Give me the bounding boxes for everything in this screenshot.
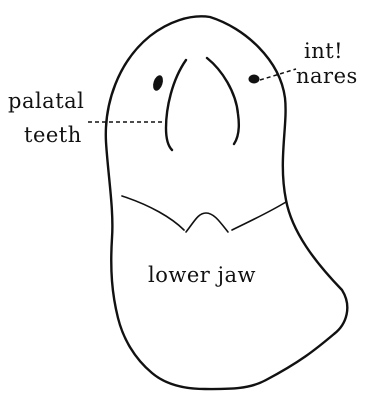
label-internal-nares-2: nares bbox=[296, 64, 358, 88]
palatal-teeth-left-arc bbox=[166, 60, 186, 150]
jaw-line-right bbox=[232, 202, 286, 230]
label-internal-nares-1: int! bbox=[304, 39, 343, 63]
label-palatal-teeth-2: teeth bbox=[24, 123, 82, 147]
jaw-line-left bbox=[122, 196, 184, 230]
jaw-notch bbox=[186, 213, 228, 232]
label-lower-jaw: lower jaw bbox=[148, 263, 256, 287]
label-palatal-teeth-1: palatal bbox=[8, 89, 84, 113]
internal-naris-left bbox=[151, 74, 165, 92]
internal-naris-right bbox=[249, 75, 260, 84]
palatal-teeth-right-arc bbox=[207, 58, 239, 144]
